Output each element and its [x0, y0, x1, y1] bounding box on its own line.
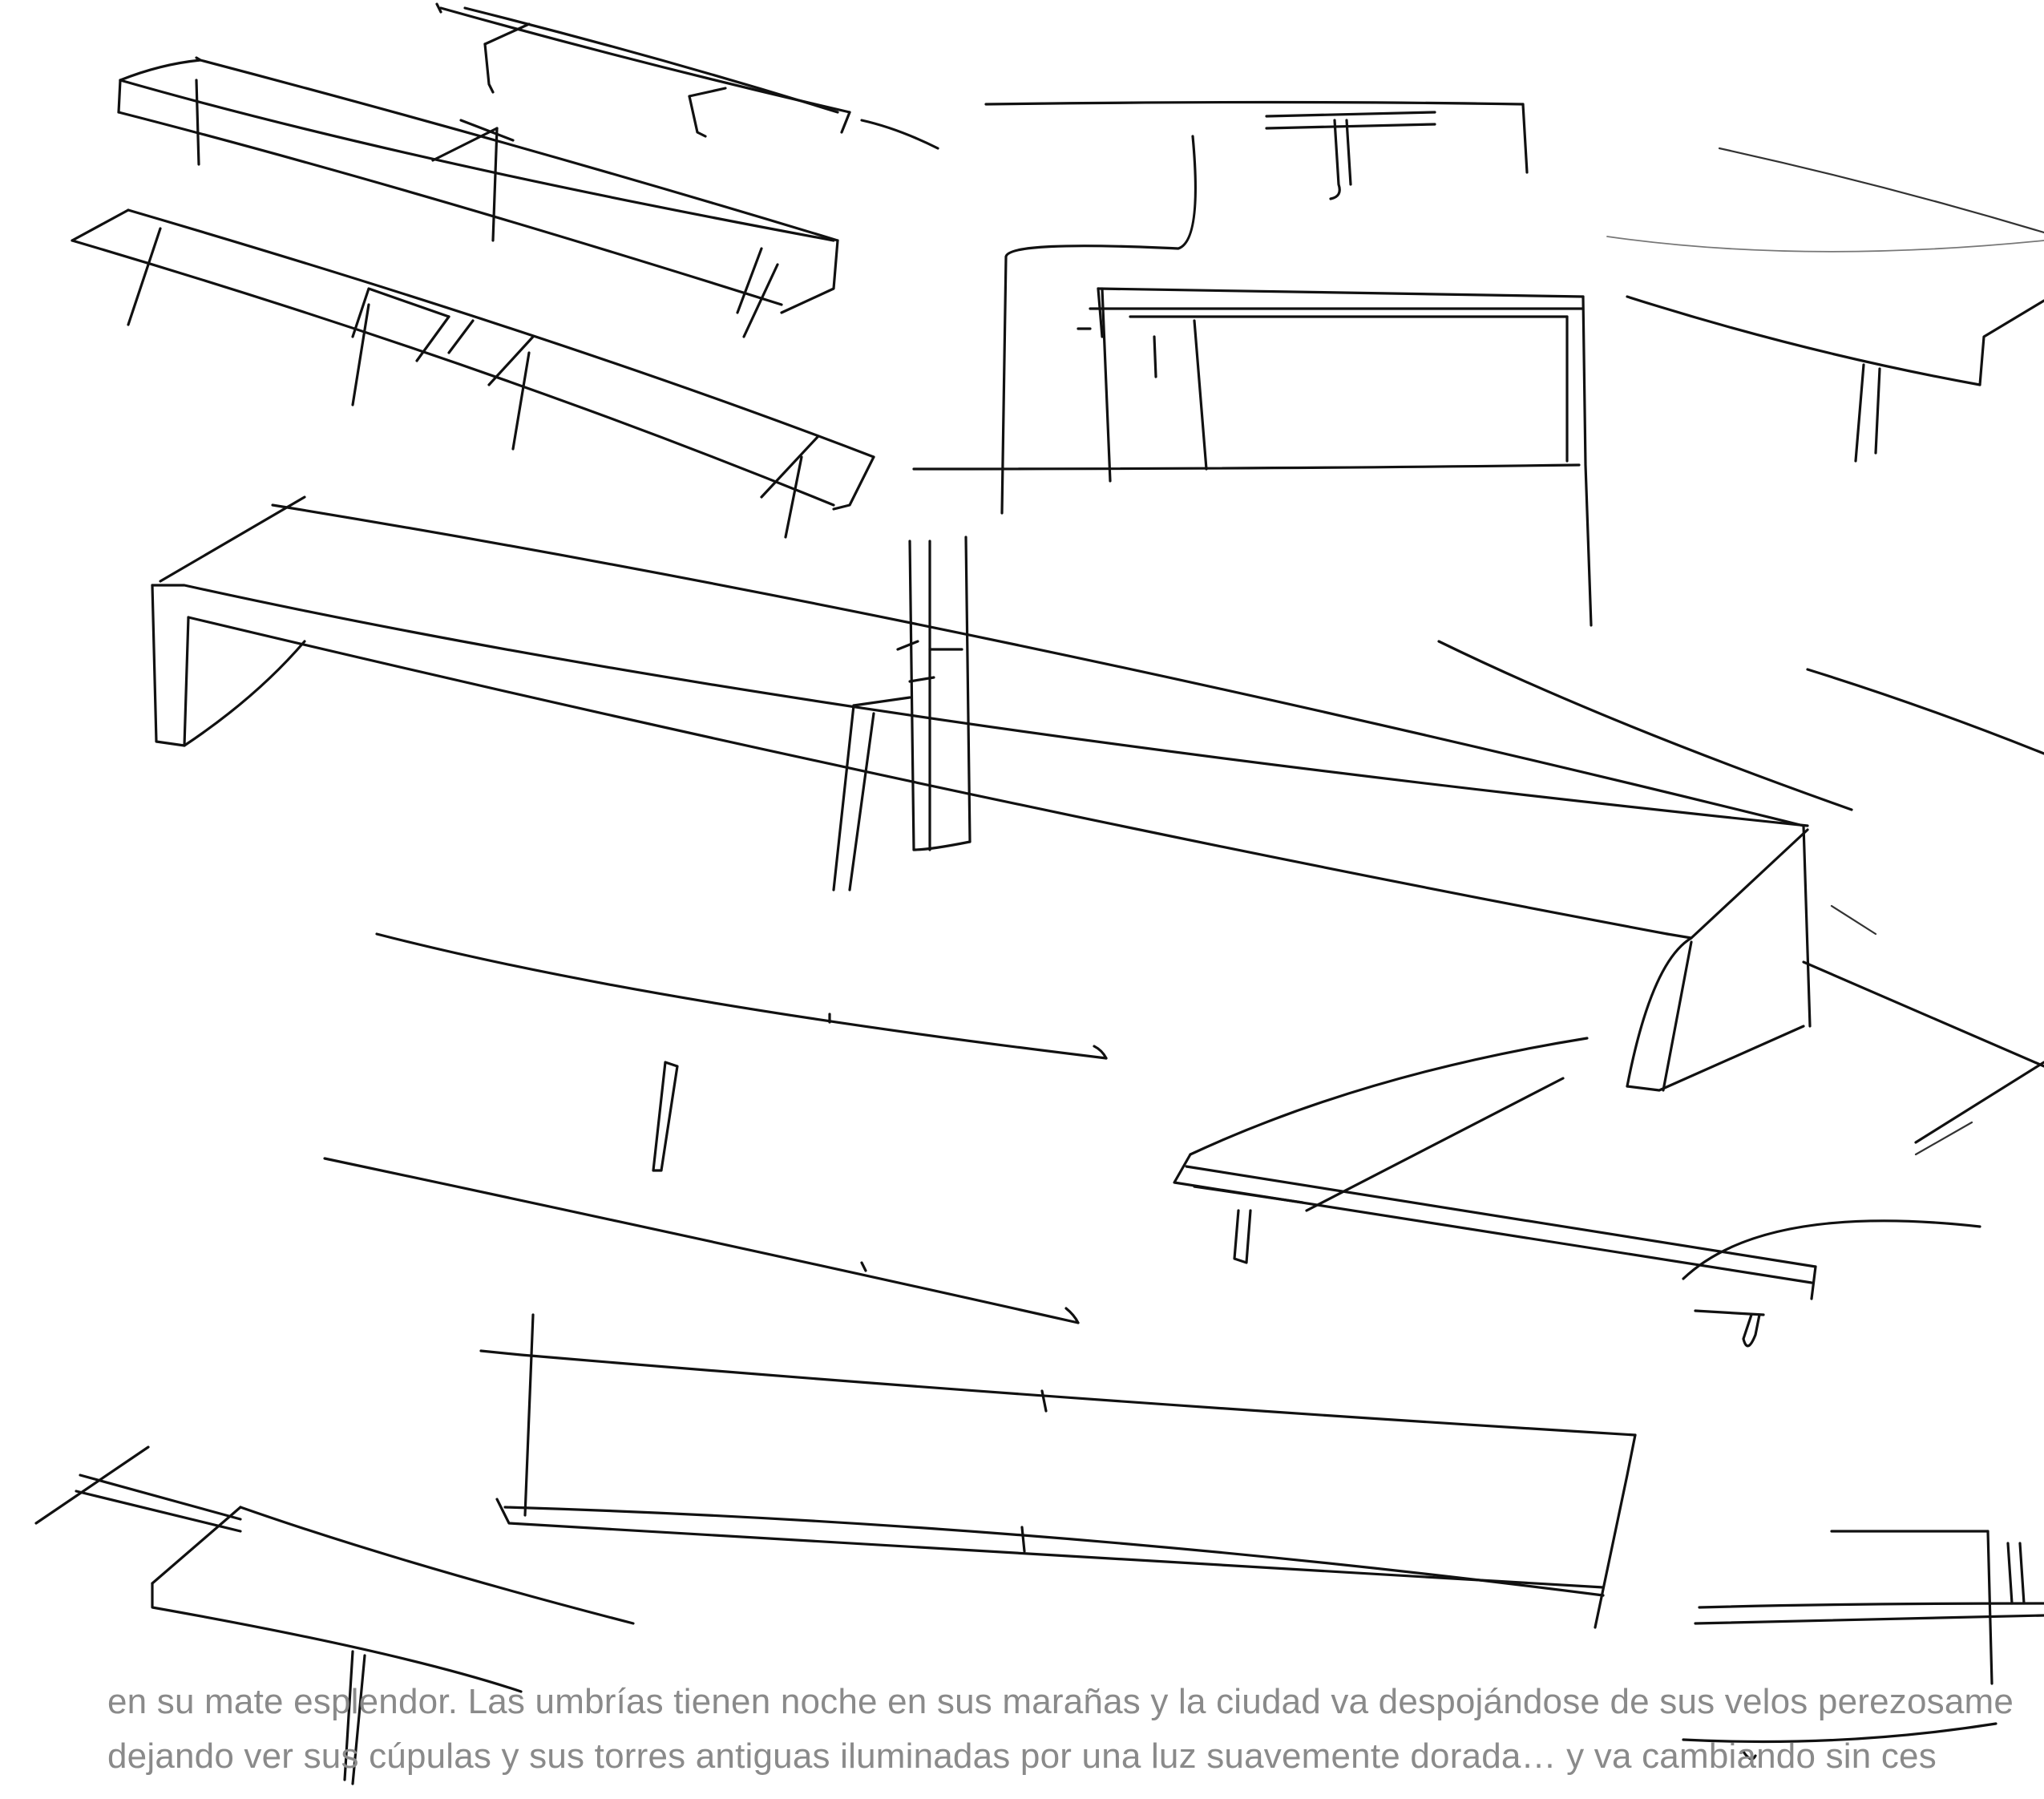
sketch-bench-lower-center	[479, 1313, 1637, 1629]
caption-text-line-1: en su mate esplendor. Las umbrías tienen…	[0, 1681, 2044, 1723]
sketch-bench-bottom-right	[1682, 1530, 2044, 1761]
sketch-bench-large-center	[151, 495, 2044, 1092]
sketch-top-t-beam	[435, 2, 939, 150]
sketch-bench-top-right	[1606, 147, 2044, 463]
sketch-bench-middle-left	[71, 208, 875, 539]
sketch-bench-top-left	[117, 56, 839, 338]
sketch-column	[832, 536, 972, 891]
sketch-bench-bottom-left	[34, 1445, 635, 1785]
sketch-top-center-frame	[912, 100, 1593, 627]
caption-text-line-2: dejando ver sus cúpulas y sus torres ant…	[0, 1736, 2044, 1777]
caption-line-1-text: en su mate esplendor. Las umbrías tienen…	[107, 1682, 2014, 1721]
sketch-floating-lines	[323, 640, 2044, 1324]
caption-line-2-text: dejando ver sus cúpulas y sus torres ant…	[107, 1736, 1937, 1776]
sketch-floor-plate	[1173, 1037, 2044, 1348]
